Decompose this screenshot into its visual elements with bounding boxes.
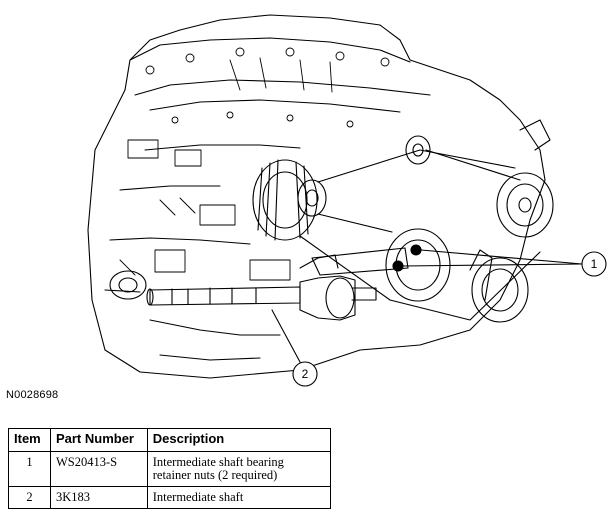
- header-description: Description: [146, 428, 332, 452]
- accessory-belt: [299, 149, 541, 321]
- row-part-number: 3K183: [49, 486, 148, 509]
- pulleys: [385, 119, 554, 323]
- engine-block: [87, 14, 546, 379]
- row-description-line: retainer nuts (2 required): [152, 468, 278, 482]
- table-header-row: Item Part Number Description: [8, 428, 332, 452]
- row-part-number: WS20413-S: [49, 451, 148, 487]
- row-description: Intermediate shaft bearing retainer nuts…: [146, 451, 332, 487]
- alternator: [252, 159, 327, 241]
- callout-1-label: 1: [591, 257, 598, 271]
- table-row: 1 WS20413-S Intermediate shaft bearing r…: [8, 451, 332, 487]
- table-row: 2 3K183 Intermediate shaft: [8, 486, 332, 509]
- row-description-line: Intermediate shaft bearing: [152, 455, 284, 469]
- callout-2-label: 2: [302, 367, 309, 381]
- header-part-number: Part Number: [49, 428, 148, 452]
- figure-id: N0028698: [6, 389, 59, 401]
- bearing-retainer-nuts: [311, 244, 422, 276]
- callout-1: 1: [402, 249, 607, 277]
- callout-2: 2: [271, 309, 318, 387]
- engine-illustration: 1 2: [87, 14, 607, 387]
- intermediate-shaft: [146, 254, 377, 321]
- header-item: Item: [8, 428, 51, 452]
- row-item: 2: [8, 486, 51, 509]
- parts-table: Item Part Number Description 1 WS20413-S…: [8, 428, 332, 509]
- row-item: 1: [8, 451, 51, 487]
- row-description: Intermediate shaft: [146, 486, 332, 509]
